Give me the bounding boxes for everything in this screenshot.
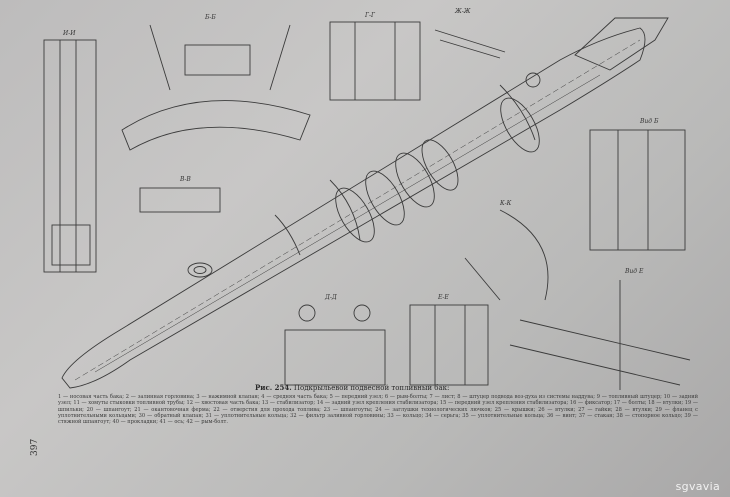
tank-joint-2 [329, 179, 361, 241]
label-section-dd: Д-Д [325, 294, 337, 301]
page-number: 397 [30, 438, 40, 456]
label-section-vv: В-В [180, 176, 191, 183]
frame-3 [395, 152, 435, 208]
section-view-gg [329, 21, 421, 101]
label-section-ii-top: И-И [63, 30, 76, 37]
tank-body [61, 27, 646, 389]
label-section-gg: Г-Г [365, 12, 375, 19]
figure-caption: Рис. 254. Подкрыльевой подвесной топливн… [255, 383, 515, 392]
section-view-bb [121, 100, 311, 151]
caption-title: Подкрыльевой подвесной топливный бак: [293, 384, 450, 392]
figure-legend: 1 — носовая часть бака; 2 — залинная гор… [58, 394, 698, 426]
tank-joint-3 [499, 84, 536, 141]
caption-number: Рис. 254. [255, 383, 292, 392]
section-view-zhzh [434, 29, 506, 59]
section-view-dd [284, 329, 386, 386]
rear-ring-fitting [525, 72, 541, 88]
frame-4 [421, 139, 459, 191]
label-section-bb: Б-Б [205, 14, 216, 21]
view-e [509, 280, 691, 390]
tank-centerline [74, 39, 641, 381]
stabilizer [574, 17, 669, 71]
label-view-e: Вид Е [625, 268, 644, 275]
tank-joint-1 [274, 214, 301, 256]
frame-1 [335, 187, 375, 243]
section-view-kk [499, 209, 549, 301]
view-b [589, 129, 686, 251]
section-view-ii [409, 304, 489, 386]
label-section-ee: Е-Е [438, 294, 449, 301]
label-section-zhzh: Ж-Ж [455, 8, 471, 15]
label-view-b: Вид Б [640, 118, 659, 125]
frame-2 [365, 170, 405, 226]
frame-5 [500, 97, 540, 153]
section-view-left [43, 39, 97, 273]
filler-neck [187, 262, 213, 278]
label-section-kk: К-К [500, 200, 512, 207]
watermark: sgvavia [675, 480, 720, 493]
tank-inner-line [94, 74, 601, 373]
filler-neck-inner [193, 266, 207, 274]
detail-view-left [139, 187, 221, 213]
